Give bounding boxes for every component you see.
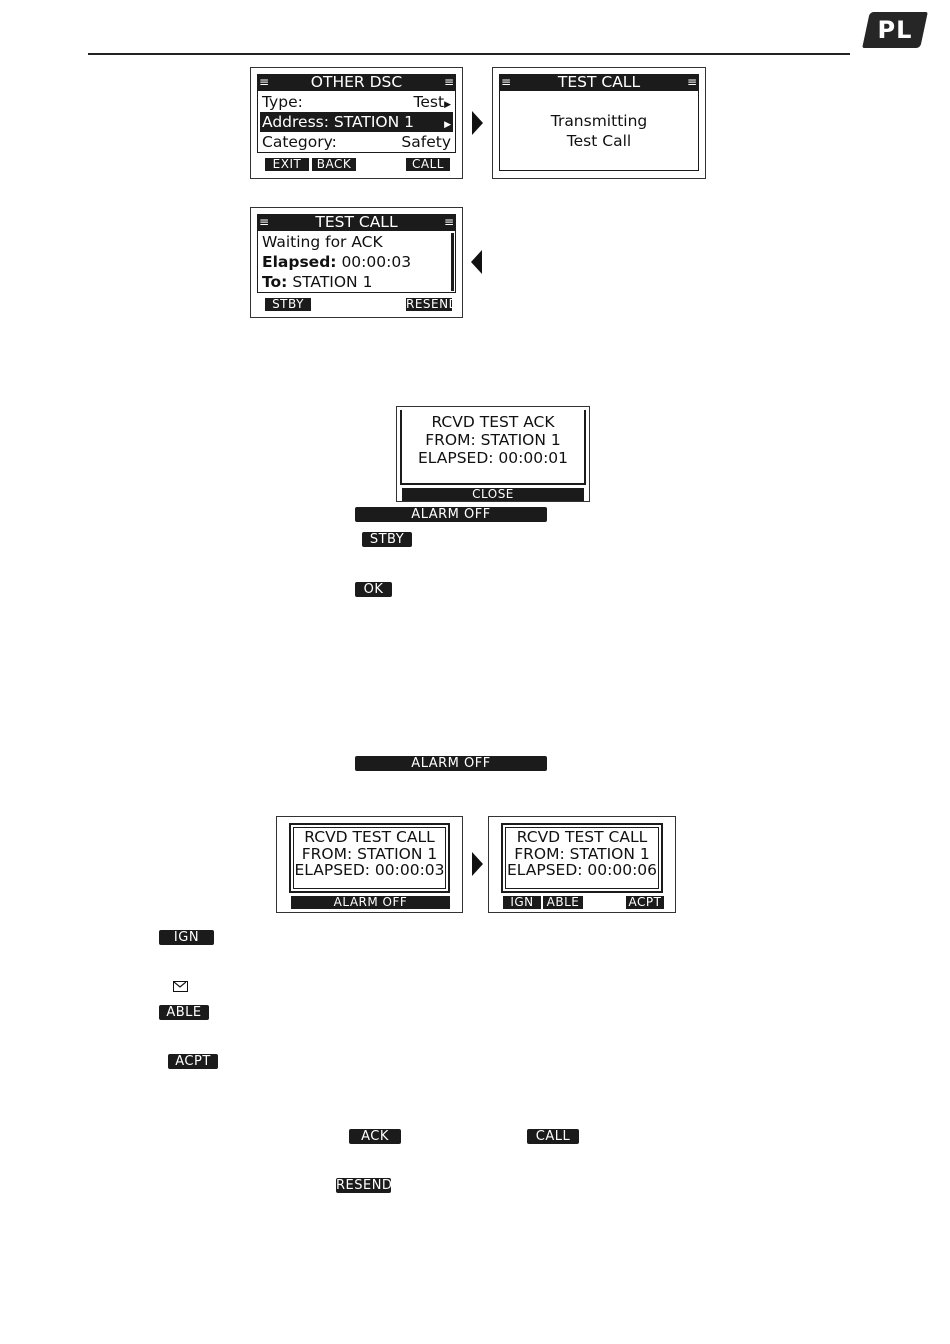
message-line: Transmitting <box>550 112 648 130</box>
exit-softkey[interactable]: EXIT <box>265 158 309 171</box>
rcvd-ack-screen: RCVD TEST ACK FROM: STATION 1 ELAPSED: 0… <box>396 406 590 502</box>
to-label: To: <box>262 273 288 291</box>
menu-bars-icon: ≡ <box>501 75 512 89</box>
chevron-right-icon: ▶ <box>444 120 451 130</box>
row-value: Safety <box>401 133 451 151</box>
row-label: Category: <box>262 133 337 151</box>
acpt-key-icon: ACPT <box>168 1054 218 1069</box>
screen-body: Transmitting Test Call <box>499 91 699 171</box>
arrow-left-icon <box>471 250 482 274</box>
rcvd-call-screen-1: RCVD TEST CALL FROM: STATION 1 ELAPSED: … <box>276 816 463 913</box>
elapsed-line: Elapsed: 00:00:03 <box>262 252 451 272</box>
scrollbar[interactable] <box>451 233 454 291</box>
rcvd-call-screen-2: RCVD TEST CALL FROM: STATION 1 ELAPSED: … <box>488 816 676 913</box>
other-dsc-screen: ≡ OTHER DSC ≡ Type: Test▶ Address: STATI… <box>250 67 463 179</box>
message-line: FROM: STATION 1 <box>425 431 561 449</box>
menu-row-category[interactable]: Category: Safety <box>262 132 451 152</box>
screen-inner-border <box>505 827 659 889</box>
message-line: FROM: STATION 1 <box>514 845 650 863</box>
screen-body: Type: Test▶ Address: STATION 1 ▶ Categor… <box>257 91 456 153</box>
waiting-ack-screen: ≡ TEST CALL ≡ Waiting for ACK Elapsed: 0… <box>250 207 463 318</box>
back-softkey[interactable]: BACK <box>312 158 356 171</box>
message-line: ELAPSED: 00:00:06 <box>506 861 658 879</box>
alarm-off-softkey[interactable]: ALARM OFF <box>291 896 450 909</box>
able-key-icon: ABLE <box>159 1005 209 1020</box>
ok-key-icon: OK <box>355 582 392 597</box>
screen-body: RCVD TEST CALL FROM: STATION 1 ELAPSED: … <box>501 823 663 893</box>
message-line: ELAPSED: 00:00:03 <box>294 861 445 879</box>
resend-softkey[interactable]: RESEND <box>406 297 459 311</box>
chevron-right-icon: ▶ <box>444 100 451 110</box>
message-line: RCVD TEST CALL <box>516 828 648 846</box>
able-softkey[interactable]: ABLE <box>543 896 583 909</box>
arrow-right-icon <box>472 852 483 876</box>
screen-title: OTHER DSC <box>310 73 403 91</box>
screen-title: TEST CALL <box>557 73 641 91</box>
menu-bars-icon: ≡ <box>443 75 454 89</box>
message-line: Test Call <box>566 132 632 150</box>
menu-row-type[interactable]: Type: Test▶ <box>262 92 451 112</box>
envelope-icon <box>173 981 188 992</box>
message-line: RCVD TEST ACK <box>431 413 555 431</box>
arrow-right-icon <box>472 111 483 135</box>
row-label: Type: <box>262 93 303 111</box>
language-tab-label: PL <box>877 16 913 44</box>
elapsed-label: Elapsed: <box>262 253 337 271</box>
screen-title-bar: ≡ OTHER DSC ≡ <box>257 74 456 91</box>
acpt-softkey[interactable]: ACPT <box>626 896 664 909</box>
call-key-icon: CALL <box>527 1129 579 1144</box>
transmitting-screen: ≡ TEST CALL ≡ Transmitting Test Call <box>492 67 706 179</box>
alarm-off-key-icon: ALARM OFF <box>355 507 547 522</box>
screen-body: RCVD TEST ACK FROM: STATION 1 ELAPSED: 0… <box>400 410 586 485</box>
screen-title-bar: ≡ TEST CALL ≡ <box>257 214 456 231</box>
to-line: To: STATION 1 <box>262 272 451 292</box>
stby-key-icon: STBY <box>362 532 412 547</box>
to-value: STATION 1 <box>292 273 373 291</box>
ack-key-icon: ACK <box>349 1129 401 1144</box>
message-line: RCVD TEST CALL <box>304 828 435 846</box>
language-tab: PL <box>862 12 928 48</box>
row-value: Test▶ <box>413 93 451 111</box>
screen-title-bar: ≡ TEST CALL ≡ <box>499 74 699 91</box>
screen-body: RCVD TEST CALL FROM: STATION 1 ELAPSED: … <box>289 823 450 893</box>
status-line: Waiting for ACK <box>262 233 383 251</box>
row-label: Address: STATION 1 <box>262 113 415 131</box>
stby-softkey[interactable]: STBY <box>265 298 311 311</box>
message-line: FROM: STATION 1 <box>301 845 438 863</box>
close-softkey[interactable]: CLOSE <box>402 488 584 501</box>
menu-bars-icon: ≡ <box>259 75 270 89</box>
call-softkey[interactable]: CALL <box>406 158 450 171</box>
header-rule <box>88 53 850 55</box>
elapsed-value: 00:00:03 <box>341 253 412 271</box>
menu-bars-icon: ≡ <box>686 75 697 89</box>
menu-row-address[interactable]: Address: STATION 1 ▶ <box>260 112 453 132</box>
alarm-off-key-icon: ALARM OFF <box>355 756 547 771</box>
ign-key-icon: IGN <box>159 930 214 945</box>
resend-key-icon: RESEND <box>336 1178 393 1193</box>
screen-inner-border <box>293 827 446 889</box>
screen-body: Waiting for ACK Elapsed: 00:00:03 To: ST… <box>257 231 456 293</box>
menu-bars-icon: ≡ <box>259 215 270 229</box>
ign-softkey[interactable]: IGN <box>503 896 541 909</box>
screen-title: TEST CALL <box>315 213 398 231</box>
menu-bars-icon: ≡ <box>443 215 454 229</box>
message-line: ELAPSED: 00:00:01 <box>417 449 569 467</box>
